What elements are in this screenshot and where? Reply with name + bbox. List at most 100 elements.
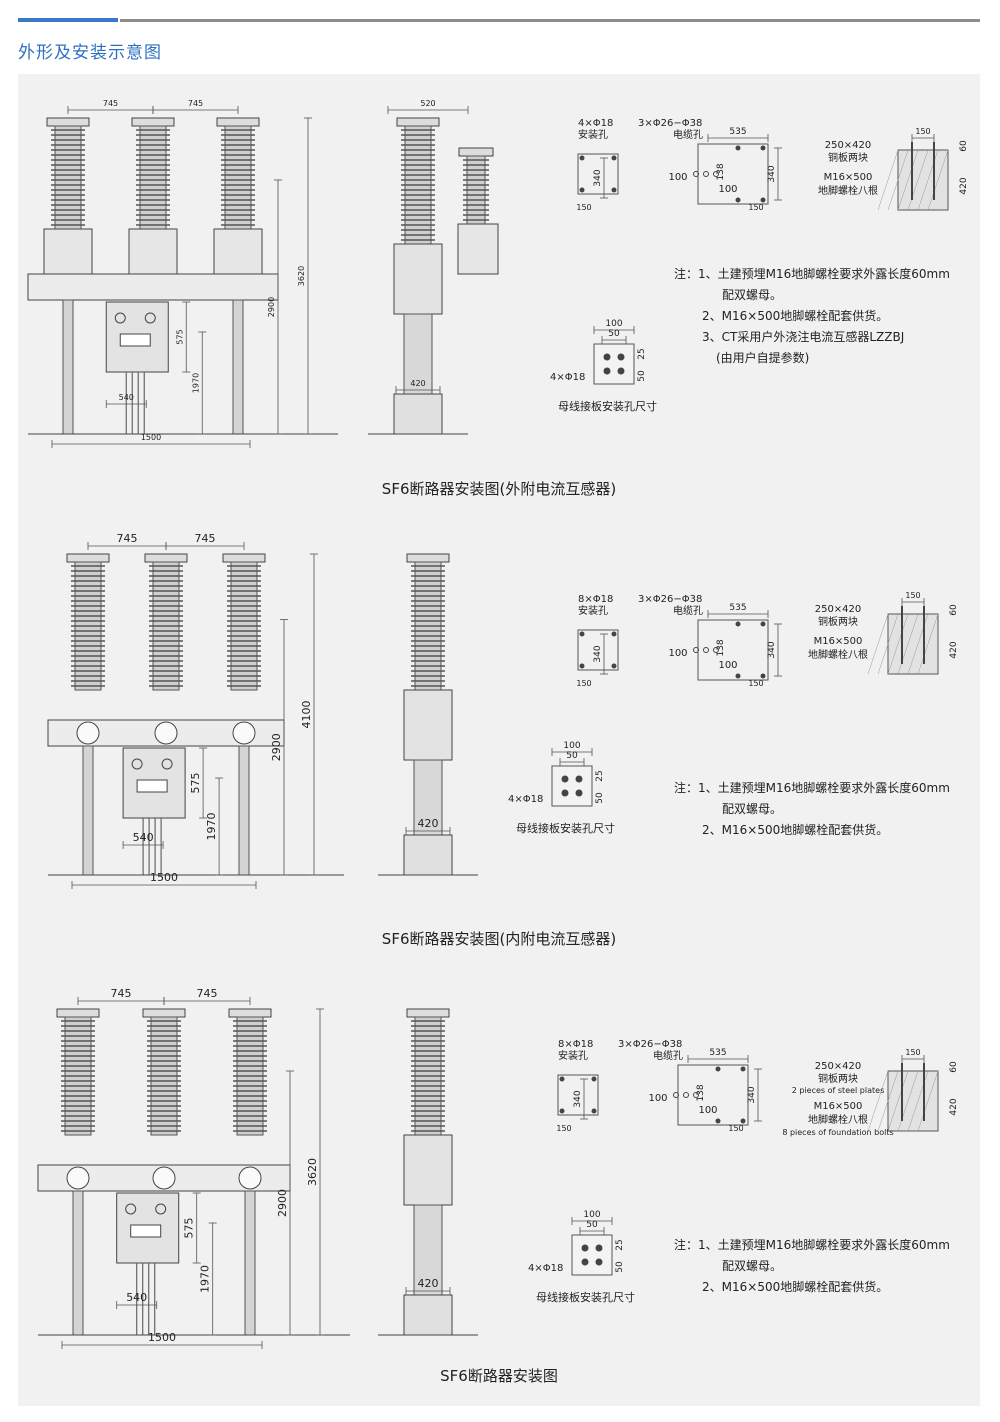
foundation-hatch <box>917 1070 939 1132</box>
dimension-label: 50 <box>595 792 605 804</box>
pole-insulator <box>144 553 188 691</box>
side-insulator <box>406 553 450 691</box>
title-divider <box>120 19 980 22</box>
insulator-cap <box>406 1008 450 1018</box>
mounting-hole <box>591 1076 597 1082</box>
dimension-label: 100 <box>668 648 687 659</box>
side-insulator <box>396 117 440 245</box>
foundation-hatch <box>927 149 949 211</box>
breaker-frame <box>27 273 279 301</box>
busbar-hole <box>581 1258 589 1266</box>
busbar-hole <box>617 353 625 361</box>
busbar-label: 母线接板安装孔尺寸 <box>536 1290 635 1304</box>
current-transformer-box <box>213 228 263 280</box>
mounting-hole <box>559 1108 565 1114</box>
side-insulator <box>406 1008 450 1136</box>
bolt-label: 地脚螺栓八根 <box>808 1113 868 1126</box>
insulator-cap <box>222 553 266 563</box>
busbar-hole <box>575 789 583 797</box>
plate-label: 铜板两块 <box>828 151 868 164</box>
plate-label: 铜板两块 <box>818 1072 858 1085</box>
dimension-label: 575 <box>189 773 202 794</box>
busbar-hole <box>595 1244 603 1252</box>
cable-holes-spec: 3×Φ26−Φ38 <box>638 594 702 605</box>
pole-insulator <box>66 553 110 691</box>
bushing-port <box>232 721 256 745</box>
dimension-label: 520 <box>420 99 435 108</box>
dimension-label: 420 <box>949 1098 959 1115</box>
side-base <box>403 1294 453 1336</box>
dimension-label: 3620 <box>306 1158 319 1186</box>
dimension-label: 25 <box>595 770 605 781</box>
insulator-cap <box>458 147 494 157</box>
support-leg <box>238 745 250 876</box>
busbar-hole <box>617 367 625 375</box>
dimension-label: 50 <box>566 751 578 761</box>
insulator-cap <box>216 117 260 127</box>
cable-holes-label: 电缆孔 <box>653 1049 683 1062</box>
bushing-port <box>76 721 100 745</box>
dimension-label: 50 <box>586 1220 598 1230</box>
base-plan-left <box>557 1074 599 1116</box>
side-tank <box>403 689 453 761</box>
dimension-label: 420 <box>418 817 439 830</box>
mounting-hole <box>760 197 766 203</box>
dimension-label: 100 <box>605 319 622 329</box>
cable-hole <box>693 1092 699 1098</box>
dimension-label: 420 <box>410 379 425 388</box>
dimension-label: 340 <box>573 1090 583 1107</box>
foundation-block <box>887 1070 939 1132</box>
pole-insulator <box>131 117 175 245</box>
bolt-size: M16×500 <box>814 1101 863 1112</box>
dimension-label: 540 <box>126 1291 147 1304</box>
dimension-label: 745 <box>195 532 216 545</box>
mounting-hole <box>579 631 585 637</box>
dimension-label: 745 <box>111 987 132 1000</box>
note-line: 3、CT采用户外浇注电流互感器LZZBJ <box>702 330 905 344</box>
support-leg <box>82 745 94 876</box>
dimension-label: 50 <box>637 370 647 382</box>
dimension-label: 100 <box>718 660 737 671</box>
busbar-holes-spec: 4×Φ18 <box>508 794 543 805</box>
dimension-label: 2900 <box>267 297 276 317</box>
cable-hole <box>703 647 709 653</box>
note-line: 注：1、土建预埋M16地脚螺栓要求外露长度60mm <box>674 1238 950 1252</box>
mounting-hole <box>611 187 617 193</box>
dimension-label: 100 <box>668 172 687 183</box>
mounting-hole <box>715 1118 721 1124</box>
mounting-hole <box>579 187 585 193</box>
support-leg <box>62 299 74 435</box>
dimension-label: 340 <box>747 1086 757 1103</box>
dimension-label: 1500 <box>141 433 161 442</box>
installation-notes: 注：1、土建预埋M16地脚螺栓要求外露长度60mm 配双螺母。 2、M16×50… <box>674 264 950 369</box>
mount-holes-spec: 8×Φ18 <box>558 1039 593 1050</box>
note-line: 注：1、土建预埋M16地脚螺栓要求外露长度60mm <box>674 781 950 795</box>
mounting-hole <box>760 145 766 151</box>
foundation-block <box>887 613 939 675</box>
support-leg <box>244 1190 256 1336</box>
dimension-label: 60 <box>959 140 969 152</box>
bolt-size: M16×500 <box>814 636 863 647</box>
mount-holes-label: 安装孔 <box>578 604 608 617</box>
busbar-hole <box>581 1244 589 1252</box>
dimension-label: 60 <box>949 604 959 616</box>
busbar-plate <box>551 765 593 807</box>
pole-insulator <box>46 117 90 245</box>
insulator-cap <box>396 117 440 127</box>
cable-hole <box>713 171 719 177</box>
insulator-cap <box>56 1008 100 1018</box>
bolt-label-en: 8 pieces of foundation bolts <box>782 1128 893 1137</box>
busbar-holes-spec: 4×Φ18 <box>550 372 585 383</box>
mount-holes-label: 安装孔 <box>578 128 608 141</box>
dimension-label: 138 <box>716 163 726 180</box>
mounting-hole <box>735 145 741 151</box>
mounting-hole <box>611 663 617 669</box>
note-line: 注：1、土建预埋M16地脚螺栓要求外露长度60mm <box>674 267 950 281</box>
mounting-hole <box>611 155 617 161</box>
dimension-label: 1500 <box>148 1331 176 1344</box>
mounting-hole <box>559 1076 565 1082</box>
